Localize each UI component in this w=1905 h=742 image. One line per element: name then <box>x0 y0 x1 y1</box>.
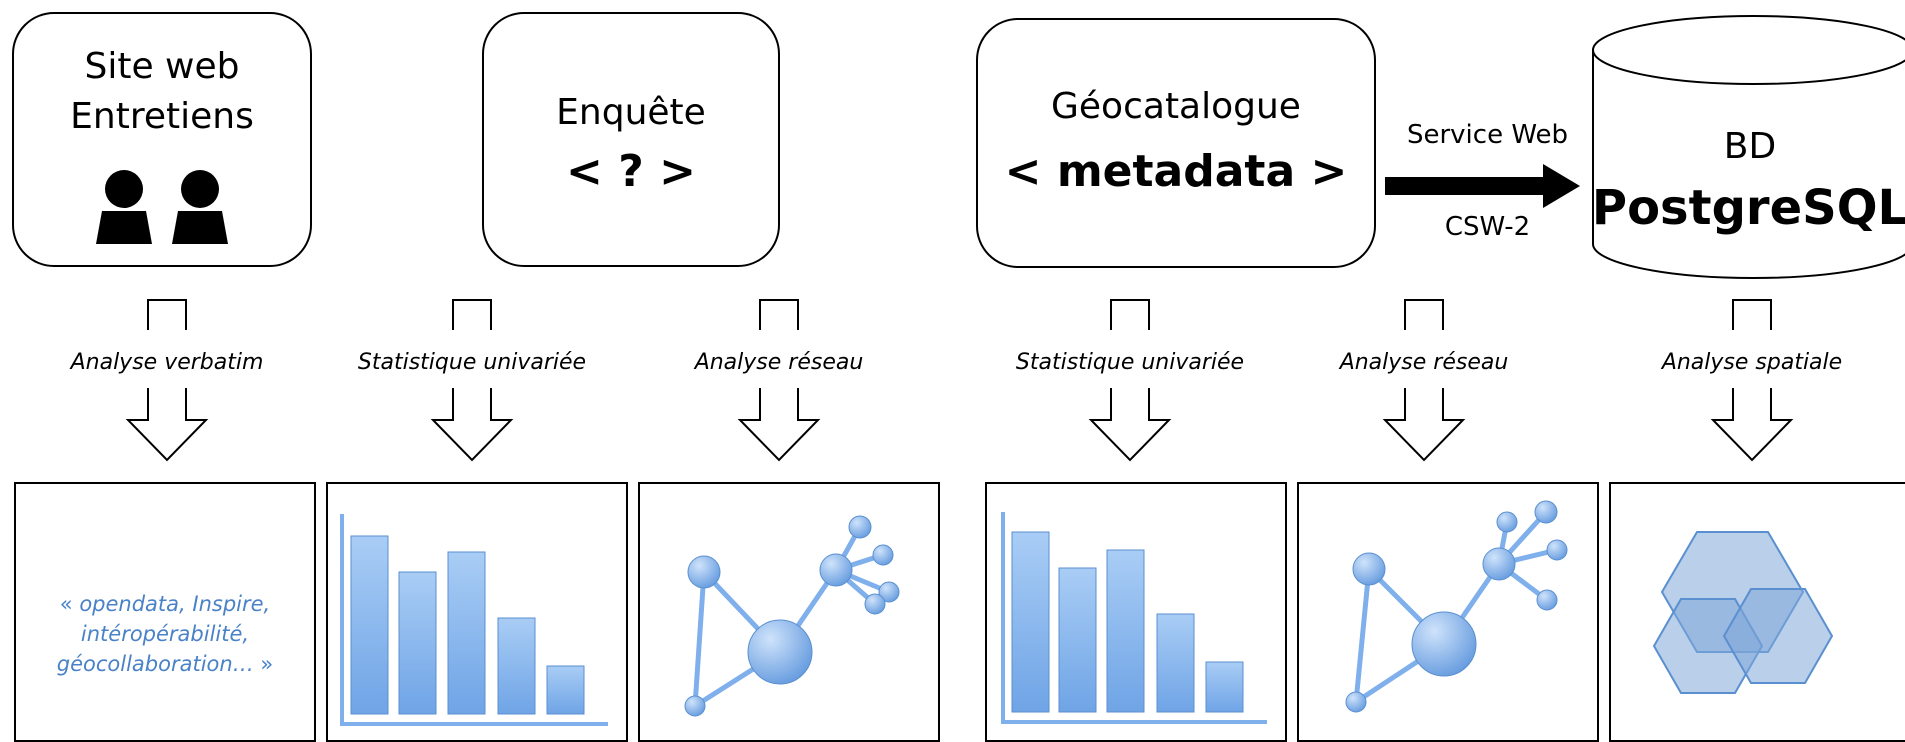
node-leaf-4 <box>864 593 886 615</box>
hexagon-overlap-icon <box>1652 531 1834 694</box>
geocatalogue-title: Géocatalogue <box>1051 86 1301 127</box>
person-icon <box>96 170 228 244</box>
enquete-title: Enquête <box>556 92 706 133</box>
chart-axes <box>340 514 608 726</box>
bar-chart-icon <box>1001 512 1267 724</box>
arrow-bottom-4 <box>1088 388 1172 462</box>
verbatim-quote-line-1: « opendata, Inspire, <box>16 589 314 619</box>
bd-title: BD <box>1723 126 1777 167</box>
analysis-label-1: Analyse verbatim <box>70 350 264 375</box>
node-center <box>747 619 813 685</box>
quote-line-2: intéropérabilité, <box>80 622 250 646</box>
verbatim-quote: « opendata, Inspire, intéropérabilité, g… <box>16 589 314 679</box>
output-box-spatial <box>1609 482 1905 742</box>
output-box-network-2 <box>1297 482 1599 742</box>
arrow-top-2 <box>452 299 492 330</box>
node-leaf-2 <box>872 544 894 566</box>
quote-open-mark: « <box>59 592 80 616</box>
network-graph-icon <box>1345 500 1568 713</box>
bar-chart-icon <box>340 514 608 726</box>
quote-line-1: opendata, Inspire, <box>79 592 271 616</box>
person-icon-left <box>96 170 152 244</box>
bar-3 <box>447 551 486 715</box>
chart-axes <box>1001 512 1267 724</box>
csw-label: CSW-2 <box>1444 212 1531 242</box>
bar-1 <box>1011 531 1050 713</box>
bar-2 <box>398 571 437 715</box>
node-bottom-left <box>1345 691 1367 713</box>
analysis-label-3: Analyse réseau <box>694 350 864 375</box>
quote-line-3: géocollaboration… <box>56 652 254 676</box>
database-cylinder <box>1592 15 1905 279</box>
arrow-top-5 <box>1404 299 1444 330</box>
bar-3 <box>1106 549 1145 713</box>
network-graph-icon <box>684 515 900 717</box>
bar-5 <box>546 665 585 715</box>
arrow-top-3 <box>759 299 799 330</box>
node-leaf-2 <box>1534 500 1558 524</box>
quote-close-mark: » <box>253 652 274 676</box>
node-top-left <box>687 555 721 589</box>
output-box-network-1 <box>638 482 940 742</box>
service-arrow <box>1385 164 1580 208</box>
verbatim-quote-line-3: géocollaboration… » <box>16 649 314 679</box>
node-hub <box>819 553 853 587</box>
output-box-verbatim: « opendata, Inspire, intéropérabilité, g… <box>14 482 316 742</box>
enquete-subtitle: < ? > <box>566 146 696 197</box>
node-top-left <box>1352 552 1386 586</box>
site-title: Site web <box>84 46 240 87</box>
bar-2 <box>1058 567 1097 713</box>
node-center <box>1411 611 1477 677</box>
output-box-barchart-1 <box>326 482 628 742</box>
node-hub <box>1482 547 1516 581</box>
source-box-site: Site web Entretiens <box>12 12 312 267</box>
person-icon-right <box>172 170 228 244</box>
arrow-top-4 <box>1110 299 1150 330</box>
analysis-label-2: Statistique univariée <box>357 350 587 375</box>
arrow-bottom-3 <box>737 388 821 462</box>
site-subtitle: Entretiens <box>70 96 254 137</box>
arrow-top-6 <box>1732 299 1772 330</box>
node-bottom-left <box>684 695 706 717</box>
output-box-barchart-2 <box>985 482 1287 742</box>
node-leaf-1 <box>848 515 872 539</box>
arrow-bottom-5 <box>1382 388 1466 462</box>
arrow-bottom-6 <box>1710 388 1794 462</box>
analysis-label-5: Analyse réseau <box>1339 350 1509 375</box>
geocatalogue-subtitle: < metadata > <box>1004 146 1348 197</box>
node-leaf-4 <box>1536 589 1558 611</box>
hexagon-right <box>1722 588 1834 684</box>
arrow-bottom-2 <box>430 388 514 462</box>
bar-4 <box>497 617 536 715</box>
node-leaf-3 <box>878 581 900 603</box>
node-leaf-3 <box>1546 539 1568 561</box>
arrow-bottom-1 <box>125 388 209 462</box>
source-box-enquete: Enquête < ? > <box>482 12 780 267</box>
bar-5 <box>1205 661 1244 713</box>
arrow-top-1 <box>147 299 187 330</box>
bar-4 <box>1156 613 1195 713</box>
bar-1 <box>350 535 389 715</box>
analysis-label-6: Analyse spatiale <box>1661 350 1843 375</box>
source-box-geocatalogue: Géocatalogue < metadata > <box>976 18 1376 268</box>
bd-subtitle: PostgreSQL <box>1591 180 1905 236</box>
node-leaf-1 <box>1496 511 1518 533</box>
service-web-label: Service Web <box>1406 120 1569 150</box>
analysis-label-4: Statistique univariée <box>1015 350 1245 375</box>
